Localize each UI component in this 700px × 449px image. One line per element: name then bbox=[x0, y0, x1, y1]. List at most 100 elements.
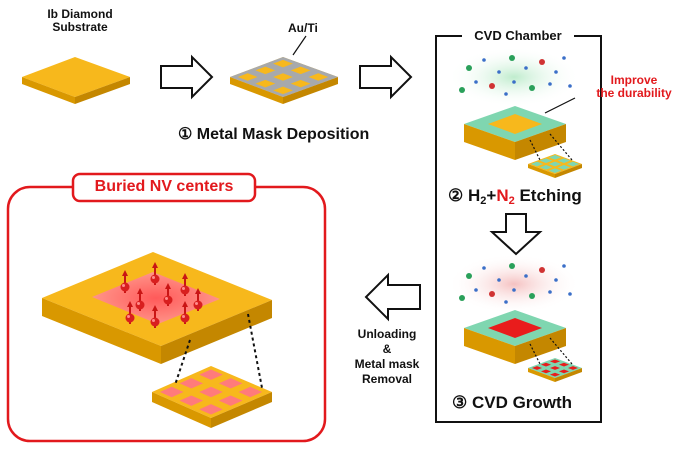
growth-grid-cell bbox=[549, 359, 561, 364]
nv-center-icons bbox=[120, 262, 203, 328]
etch-grid-cell bbox=[557, 158, 571, 163]
plasma-particle-icon bbox=[504, 92, 508, 96]
etch-grid-cell bbox=[539, 165, 553, 170]
improve-pointer-line bbox=[544, 97, 576, 114]
right-arrow-icon bbox=[160, 54, 214, 100]
chamber-title: CVD Chamber bbox=[474, 28, 562, 43]
mask-opening bbox=[255, 66, 276, 75]
mask-opening bbox=[237, 73, 258, 81]
nv-grid-cell bbox=[159, 386, 184, 398]
growth-grid-cell bbox=[540, 362, 552, 367]
plain-substrate bbox=[22, 57, 130, 104]
plasma-particle-icon bbox=[459, 295, 465, 301]
buried-nv-title: Buried NV centers bbox=[94, 178, 234, 195]
plasma-particle-icon bbox=[466, 65, 472, 71]
etch-substrate bbox=[464, 106, 566, 160]
nv-grid-cell bbox=[199, 404, 223, 415]
mask-opening bbox=[308, 73, 329, 81]
step2-label: ② H2+N2 Etching bbox=[448, 186, 582, 207]
plasma-particle-icon bbox=[562, 56, 566, 60]
plasma-particle-icon bbox=[497, 278, 501, 282]
substrate-label-line2: Substrate bbox=[52, 20, 108, 35]
plasma-particle-icon bbox=[548, 290, 552, 294]
mask-opening bbox=[290, 79, 311, 88]
etch-grid-cell bbox=[548, 168, 562, 173]
nv-center-icon bbox=[180, 273, 190, 296]
plasma-growth-cloud bbox=[448, 254, 580, 314]
etch-grid-cell bbox=[566, 161, 580, 167]
plasma-particle-icon bbox=[554, 70, 558, 74]
nv-center-icon bbox=[150, 262, 160, 285]
plasma-particle-icon bbox=[466, 273, 472, 279]
nv-grid-cell bbox=[218, 378, 243, 389]
etch-grid-cell bbox=[530, 161, 544, 167]
improve-label-line1: Improve bbox=[610, 73, 658, 87]
plasma-particle-icon bbox=[489, 291, 495, 297]
growth-grid-cell bbox=[567, 366, 579, 370]
plasma-particle-icon bbox=[474, 288, 478, 292]
growth-grid-cell bbox=[549, 372, 561, 377]
growth-substrate bbox=[464, 310, 566, 364]
improve-label: Improve the durability bbox=[574, 73, 694, 101]
nv-grid-cell bbox=[199, 386, 223, 398]
nv-grid-cell bbox=[179, 378, 204, 389]
step2-n: N bbox=[496, 186, 509, 205]
plasma-particle-icon bbox=[524, 274, 528, 278]
nv-center-icon bbox=[193, 288, 203, 311]
plasma-particle-icon bbox=[504, 300, 508, 304]
step2-plus: + bbox=[486, 186, 497, 205]
growth-grid-cell bbox=[531, 366, 543, 370]
substrate-label-line1: Ib Diamond bbox=[47, 7, 113, 21]
plasma-particle-icon bbox=[529, 85, 535, 91]
plasma-particle-icon bbox=[482, 58, 486, 62]
plasma-particle-icon bbox=[554, 278, 558, 282]
mask-pointer-line bbox=[292, 35, 307, 56]
nv-grid-cell bbox=[218, 395, 243, 406]
plasma-particle-icon bbox=[512, 288, 516, 292]
etch-grid-cell bbox=[548, 155, 562, 160]
mask-opening bbox=[273, 86, 293, 95]
nv-center-icon bbox=[125, 301, 135, 324]
plasma-particle-icon bbox=[482, 266, 486, 270]
unloading-line3: Metal mask bbox=[354, 357, 420, 371]
nv-grid-cell bbox=[199, 369, 223, 380]
plasma-particle-icon bbox=[529, 293, 535, 299]
plasma-particle-icon bbox=[568, 292, 572, 296]
plasma-particle-icon bbox=[548, 82, 552, 86]
nv-center-icon bbox=[180, 301, 190, 324]
unloading-line1: Unloading bbox=[357, 327, 417, 341]
plasma-particle-icon bbox=[539, 59, 545, 65]
nv-center-icon bbox=[135, 288, 145, 311]
improve-label-line2: the durability bbox=[596, 86, 672, 101]
step1-label: ① Metal Mask Deposition bbox=[178, 126, 370, 143]
mask-opening bbox=[273, 59, 293, 68]
mask-opening bbox=[290, 66, 311, 75]
buried-title-box bbox=[71, 172, 257, 203]
step2-suffix: Etching bbox=[514, 186, 582, 205]
unloading-label: Unloading & Metal mask Removal bbox=[340, 327, 434, 387]
substrate-label: Ib Diamond Substrate bbox=[40, 7, 120, 35]
growth-grid-cell bbox=[558, 362, 570, 367]
step2-h-sub: 2 bbox=[480, 195, 487, 207]
growth-grid-zoom bbox=[528, 337, 582, 382]
plasma-particle-icon bbox=[562, 264, 566, 268]
nv-grid-cell bbox=[179, 395, 204, 406]
nv-center-icon bbox=[120, 270, 130, 293]
plasma-particle-icon bbox=[539, 267, 545, 273]
nv-substrate bbox=[42, 252, 272, 364]
step2-n-sub: 2 bbox=[508, 195, 515, 207]
growth-grid-cell bbox=[540, 369, 552, 374]
right-arrow-icon bbox=[359, 54, 413, 100]
plasma-particle-icon bbox=[524, 66, 528, 70]
growth-grid-cell bbox=[549, 366, 561, 370]
plasma-particles-growth bbox=[459, 263, 572, 304]
etch-grid-cell bbox=[548, 161, 562, 167]
unloading-line2: & bbox=[382, 342, 392, 356]
mask-material-label: Au/Ti bbox=[288, 21, 318, 35]
step2-prefix: ② H bbox=[448, 186, 481, 205]
plasma-etch-cloud bbox=[448, 47, 580, 107]
plasma-particles-etch bbox=[459, 55, 572, 96]
mask-opening bbox=[273, 73, 293, 81]
plasma-particle-icon bbox=[509, 263, 515, 269]
